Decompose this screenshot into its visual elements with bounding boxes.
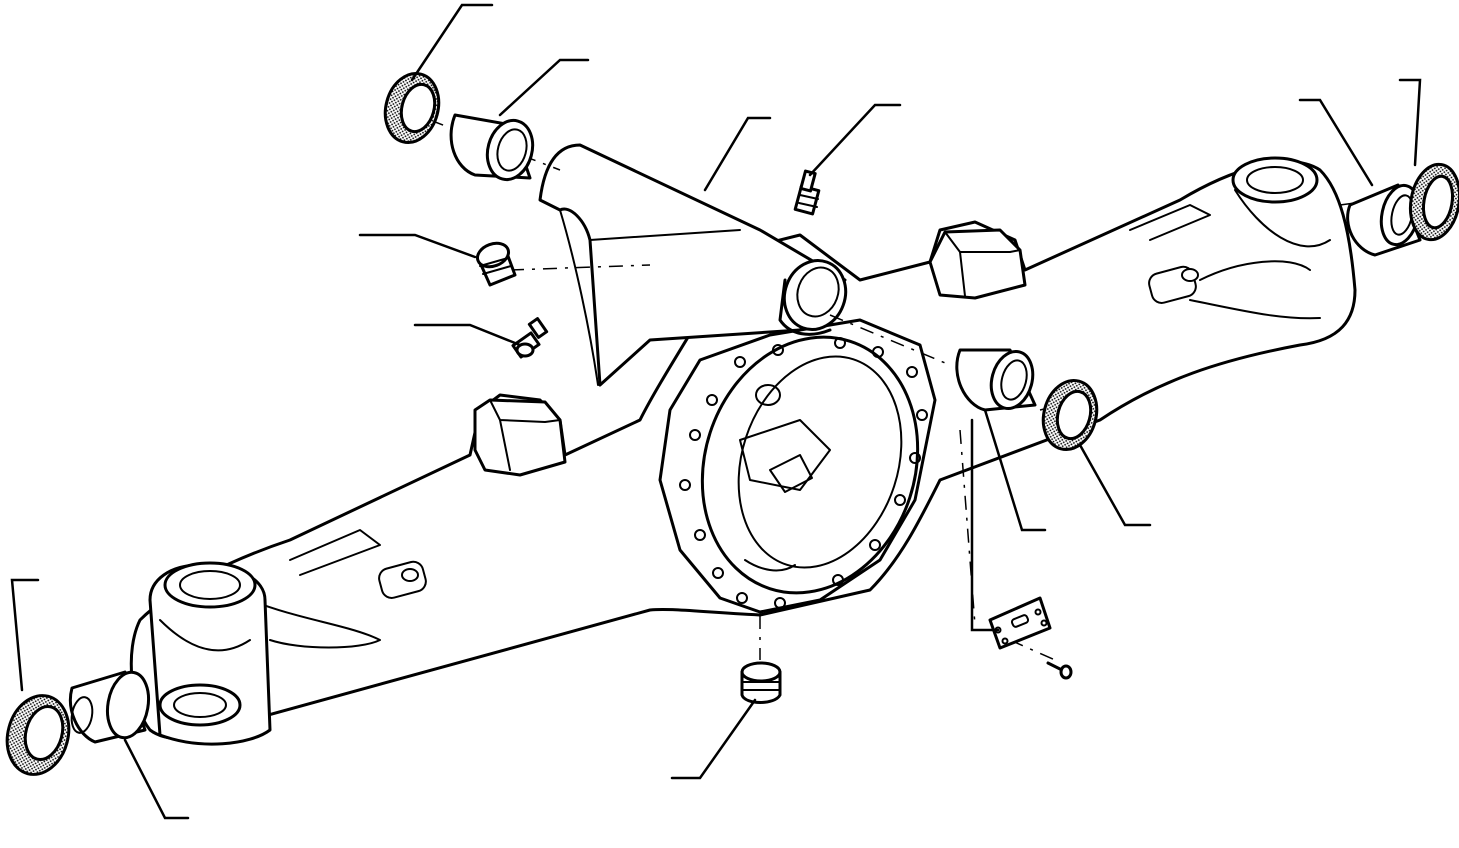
name-plate [988, 596, 1052, 650]
filler-plug [476, 241, 517, 287]
grease-fitting-side [511, 317, 549, 359]
kingpin-bushing-left [69, 670, 151, 744]
kingpin-bushing-right [1346, 183, 1422, 257]
seal-ring-rear [1041, 379, 1099, 451]
left-kingpin-yoke [148, 561, 272, 746]
grease-fitting-top [793, 169, 821, 216]
seal-ring-front [383, 72, 441, 144]
pivot-bushing-front [449, 113, 535, 182]
differential-carrier-flange [658, 318, 937, 614]
flange-bolt-holes [679, 337, 928, 609]
drain-plug [740, 661, 782, 704]
kingpin-seal-left [5, 694, 71, 776]
right-kingpin-yoke [1231, 156, 1331, 248]
kingpin-seal-right [1408, 162, 1459, 242]
pivot-bore [778, 259, 848, 336]
leader-lines [10, 3, 1422, 820]
pivot-bushing-rear [955, 348, 1037, 412]
name-plate-screw [1046, 661, 1073, 680]
